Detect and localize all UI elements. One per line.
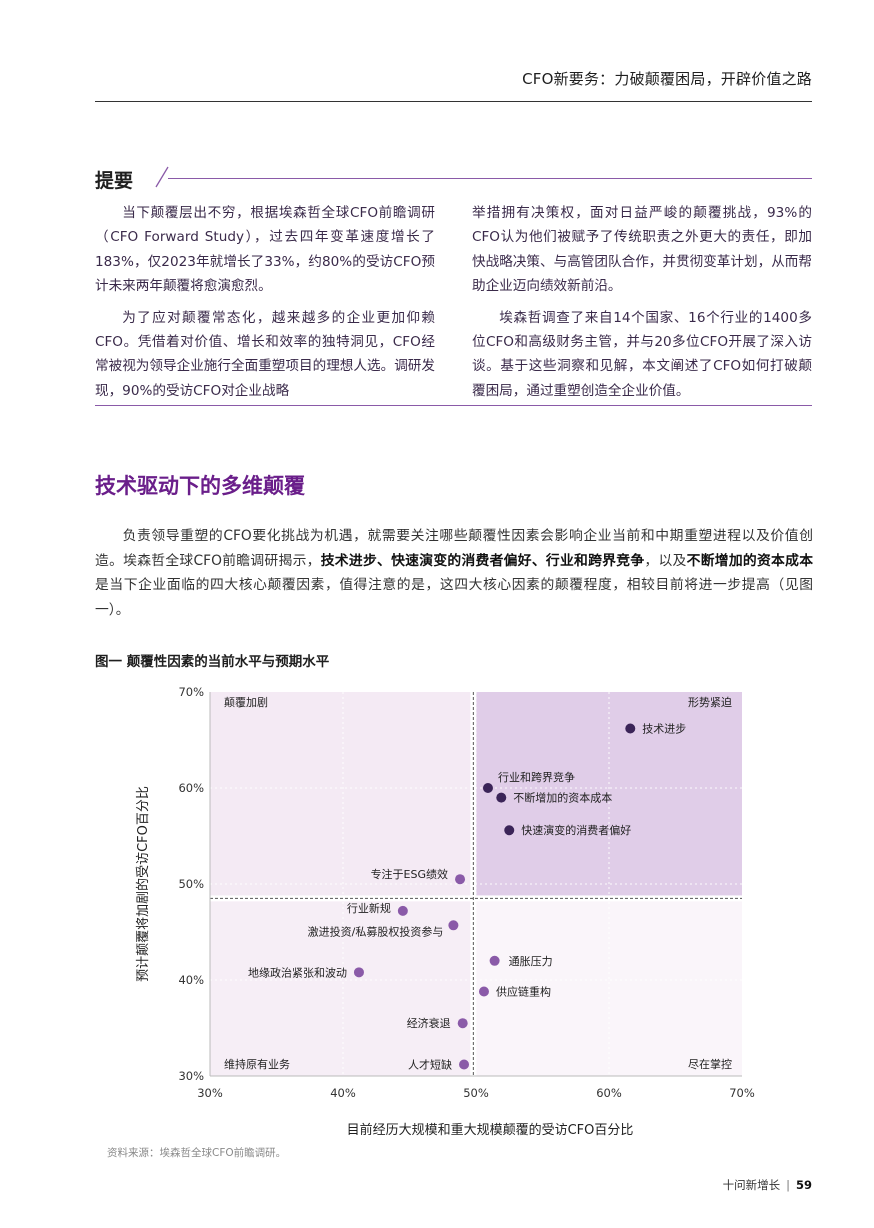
body-text: 负责领导重塑的CFO要化挑战为机遇，就需要关注哪些颠覆性因素会影响企业当前和中期… [95, 528, 813, 569]
summary-bottom-rule [95, 405, 812, 406]
y-axis-label: 预计颠覆将加剧的受访CFO百分比 [135, 786, 151, 982]
data-point-label: 不断增加的资本成本 [513, 791, 612, 805]
page-footer: 十问新增长 | 59 [723, 1177, 812, 1193]
section-title: 技术驱动下的多维颠覆 [95, 474, 305, 498]
y-tick-label: 50% [178, 877, 204, 891]
quadrant-label-bottom-left: 维持原有业务 [224, 1057, 290, 1071]
summary-paragraph: 举措拥有决策权，面对日益严峻的颠覆挑战，93%的CFO认为他们被赋予了传统职责之… [472, 205, 812, 295]
y-tick-label: 40% [178, 973, 204, 987]
source-note: 资料来源：埃森哲全球CFO前瞻调研。 [107, 1147, 287, 1159]
body-bold-text: 不断增加的资本成本 [686, 552, 814, 569]
data-point [457, 1018, 468, 1029]
data-point-label: 地缘政治紧张和波动 [248, 965, 347, 979]
summary-column-right: 举措拥有决策权，面对日益严峻的颠覆挑战，93%的CFO认为他们被赋予了传统职责之… [472, 201, 812, 410]
data-point-label: 快速演变的消费者偏好 [521, 823, 631, 837]
footer-book-title: 十问新增长 [722, 1178, 781, 1192]
data-point [625, 723, 636, 734]
body-bold-text: 技术进步、快速演变的消费者偏好、行业和跨界竞争 [320, 552, 645, 569]
data-point [496, 792, 507, 803]
data-point-label: 专注于ESG绩效 [371, 867, 448, 881]
scatter-chart: 30% 40% 50% 60% 70% 30% 40% 50% 60% 70% 目前经历大规模和重大… [135, 685, 755, 1138]
footer-separator: | [786, 1178, 790, 1192]
quadrant-label-top-left: 颠覆加剧 [224, 695, 268, 709]
data-point-label: 人才短缺 [408, 1057, 452, 1071]
section-body-paragraph: 负责领导重塑的CFO要化挑战为机遇，就需要关注哪些颠覆性因素会影响企业当前和中期… [95, 524, 813, 622]
data-point-label: 激进投资/私募股权投资参与 [308, 924, 444, 938]
body-text: 是当下企业面临的四大核心颠覆因素，值得注意的是，这四大核心因素的颠覆程度，相较目… [95, 577, 813, 618]
data-point [397, 905, 408, 916]
y-tick-label: 60% [178, 781, 204, 795]
y-tick-label: 30% [178, 1069, 204, 1083]
x-tick-label: 50% [463, 1086, 489, 1100]
figure-title: 图一 颠覆性因素的当前水平与预期水平 [95, 654, 330, 670]
x-tick-label: 70% [729, 1086, 755, 1100]
data-point [455, 874, 466, 885]
summary-paragraph: 当下颠覆层出不穷，根据埃森哲全球CFO前瞻调研（CFO Forward Stud… [95, 205, 435, 295]
data-point-label: 供应链重构 [496, 985, 551, 999]
summary-heading: 提要 [95, 170, 134, 192]
y-tick-label: 70% [178, 685, 204, 699]
data-point [478, 986, 489, 997]
summary-slash-decoration [155, 166, 169, 188]
running-header-title: CFO新要务：力破颠覆困局，开辟价值之路 [522, 70, 812, 88]
x-tick-label: 60% [596, 1086, 622, 1100]
data-point-label: 经济衰退 [407, 1016, 451, 1030]
quadrant-label-top-right: 形势紧迫 [688, 695, 732, 709]
summary-column-left: 当下颠覆层出不穷，根据埃森哲全球CFO前瞻调研（CFO Forward Stud… [95, 201, 435, 410]
summary-paragraph: 埃森哲调查了来自14个国家、16个行业的1400多位CFO和高级财务主管，并与2… [472, 309, 812, 399]
quadrant-bottom-left [210, 901, 471, 1076]
body-text: ，以及 [644, 552, 687, 569]
data-point [504, 825, 515, 836]
summary-top-rule [168, 178, 812, 179]
x-tick-label: 40% [330, 1086, 356, 1100]
header-divider [95, 101, 812, 102]
data-point [459, 1059, 470, 1070]
quadrant-top-left [210, 692, 471, 896]
summary-paragraph: 为了应对颠覆常态化，越来越多的企业更加仰赖CFO。凭借着对价值、增长和效率的独特… [95, 309, 435, 399]
data-point-label: 行业新规 [347, 901, 391, 915]
quadrant-label-bottom-right: 尽在掌控 [688, 1057, 732, 1071]
data-point-label: 通胀压力 [509, 955, 553, 968]
data-point [353, 967, 364, 978]
x-tick-label: 30% [197, 1086, 223, 1100]
data-point-label: 行业和跨界竞争 [498, 770, 575, 784]
data-point [448, 920, 459, 931]
data-point-label: 技术进步 [642, 722, 686, 735]
data-point [489, 955, 500, 966]
page-number: 59 [795, 1178, 812, 1192]
data-point [482, 783, 493, 793]
x-axis-label: 目前经历大规模和重大规模颠覆的受访CFO百分比 [347, 1122, 634, 1138]
